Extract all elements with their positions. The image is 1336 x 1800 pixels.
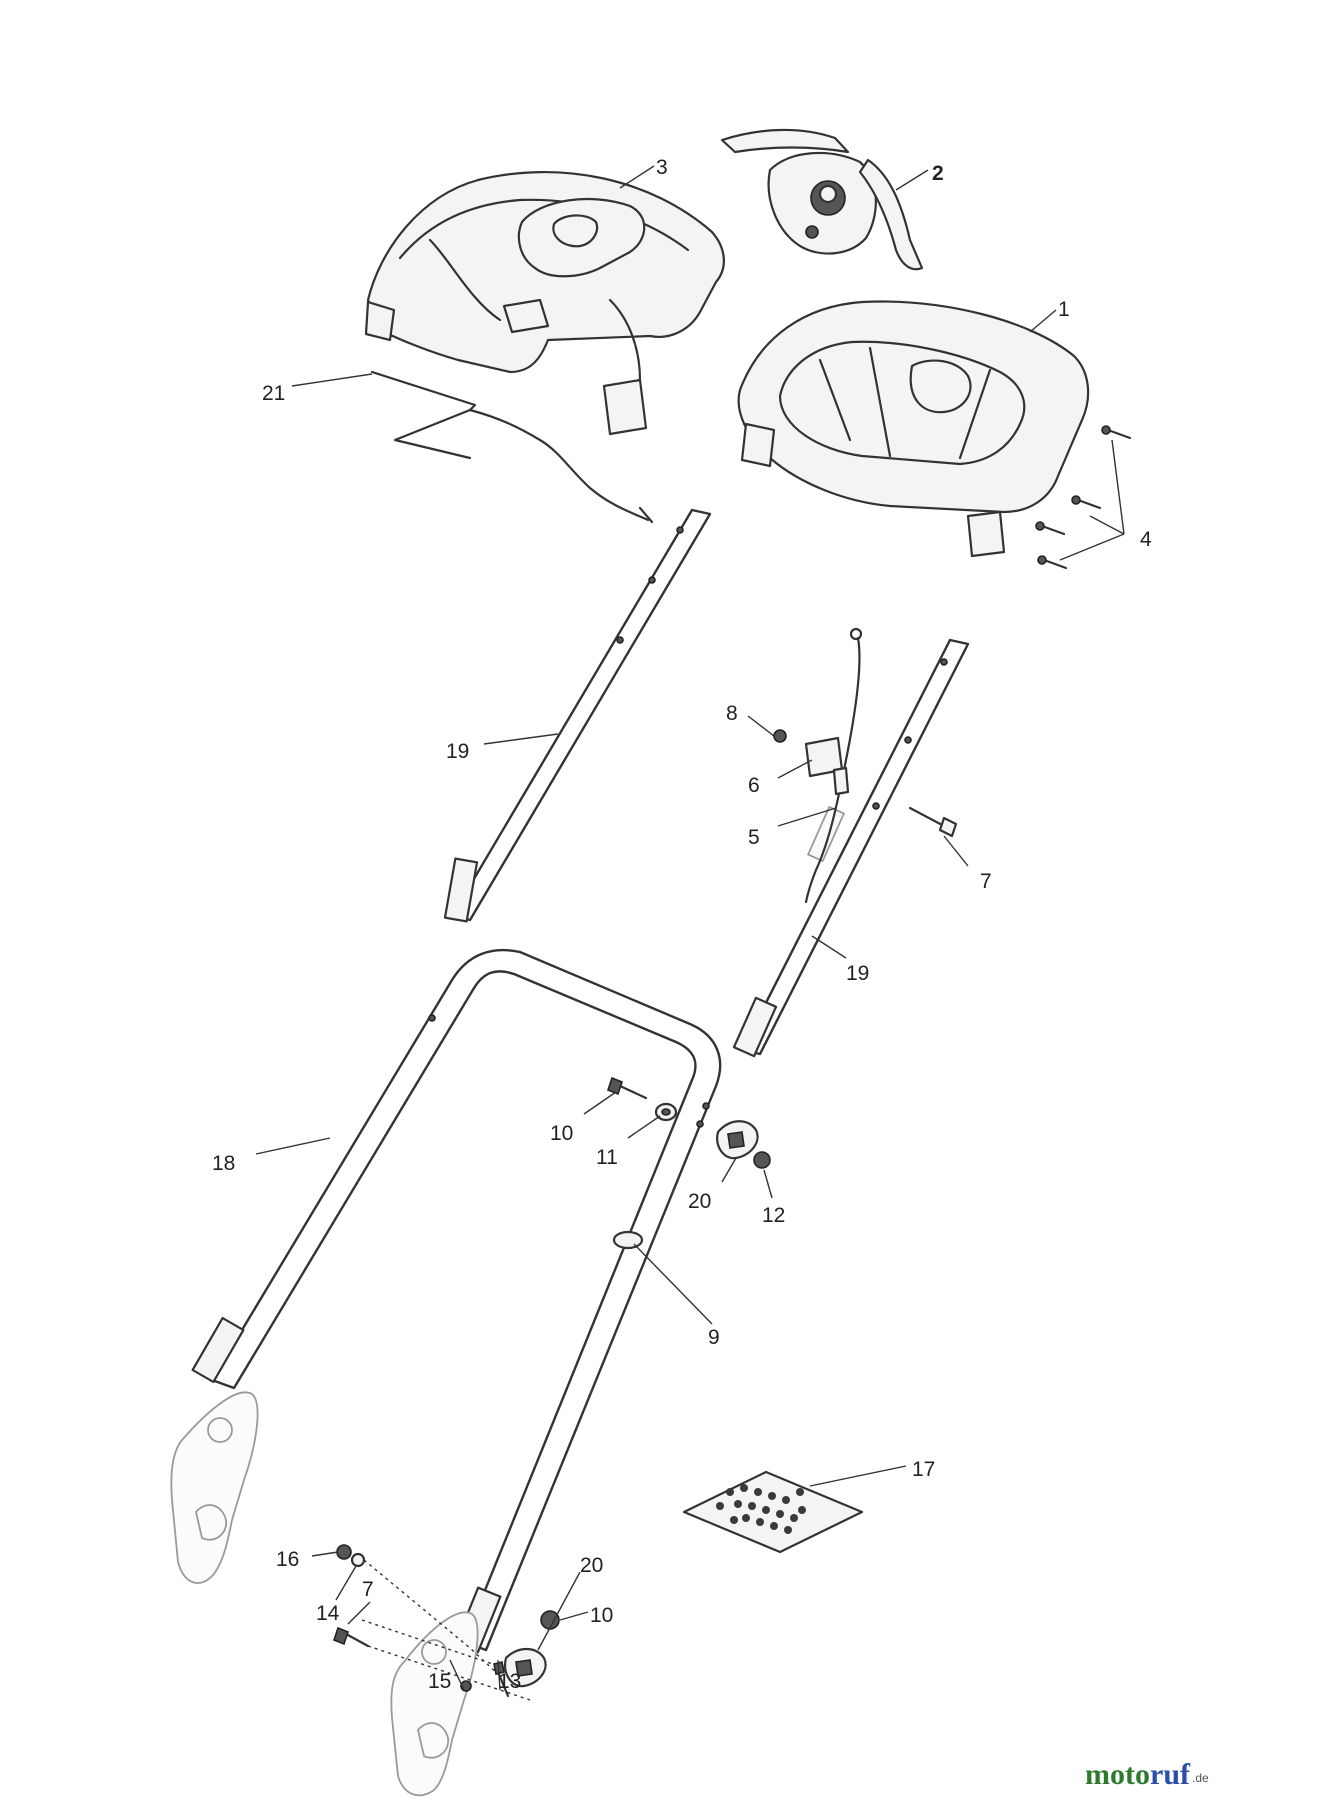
callout-6: 6 [748,774,760,797]
callout-9: 9 [708,1326,720,1349]
part-21-clip [370,370,654,524]
callout-10-lower: 10 [590,1604,613,1627]
leader-lines [255,165,1125,1691]
callout-4: 4 [1140,528,1152,551]
part-19-left-upper-tube [443,508,712,923]
callout-21: 21 [262,382,285,405]
callout-20-lower: 20 [580,1554,603,1577]
part-1-lower-frame [737,300,1090,558]
callout-18: 18 [212,1152,235,1175]
callout-7-lower: 7 [362,1578,374,1601]
callout-13: 13 [498,1670,521,1693]
left-mounting-bracket [170,1391,259,1584]
callout-2: 2 [932,162,944,185]
part-7-bolt [908,806,958,838]
part-20-12-knob-nut [716,1120,771,1169]
svg-text:motoruf: motoruf [1085,1758,1191,1791]
callout-3: 3 [656,156,668,179]
callout-19-right: 19 [846,962,869,985]
watermark-logo: motoruf .de [1085,1758,1209,1791]
callout-17: 17 [912,1458,935,1481]
callout-16: 16 [276,1548,299,1571]
callout-10-upper: 10 [550,1122,573,1145]
part-9-cable-clip [612,1230,644,1250]
callout-12: 12 [762,1204,785,1227]
watermark-moto: moto [1085,1758,1150,1791]
callout-19-left: 19 [446,740,469,763]
part-4-screws [1035,425,1132,570]
callout-15: 15 [428,1670,451,1693]
callout-14: 14 [316,1602,340,1625]
part-19-right-upper-tube [732,638,970,1058]
callout-11: 11 [596,1146,618,1169]
part-17-hardware-bag [682,1470,864,1554]
part-3-upper-cover [364,171,725,436]
callout-20-upper: 20 [688,1190,711,1213]
callout-7-right: 7 [980,870,992,893]
callout-5: 5 [748,826,760,849]
watermark-ruf: ruf [1150,1758,1191,1791]
part-2-switch-lever [720,128,924,271]
lower-hardware [333,1544,560,1701]
callout-labels: 1 2 3 4 21 19 8 6 5 7 19 18 10 11 20 12 … [212,156,1152,1693]
part-10-11-bolt-washer [607,1076,678,1122]
callout-1: 1 [1058,298,1070,321]
part-5-6-cable-clip [773,627,863,904]
callout-8: 8 [726,702,738,725]
watermark-tld: .de [1192,1771,1209,1785]
part-18-lower-handle [191,948,722,1654]
right-mounting-bracket [390,1611,479,1797]
